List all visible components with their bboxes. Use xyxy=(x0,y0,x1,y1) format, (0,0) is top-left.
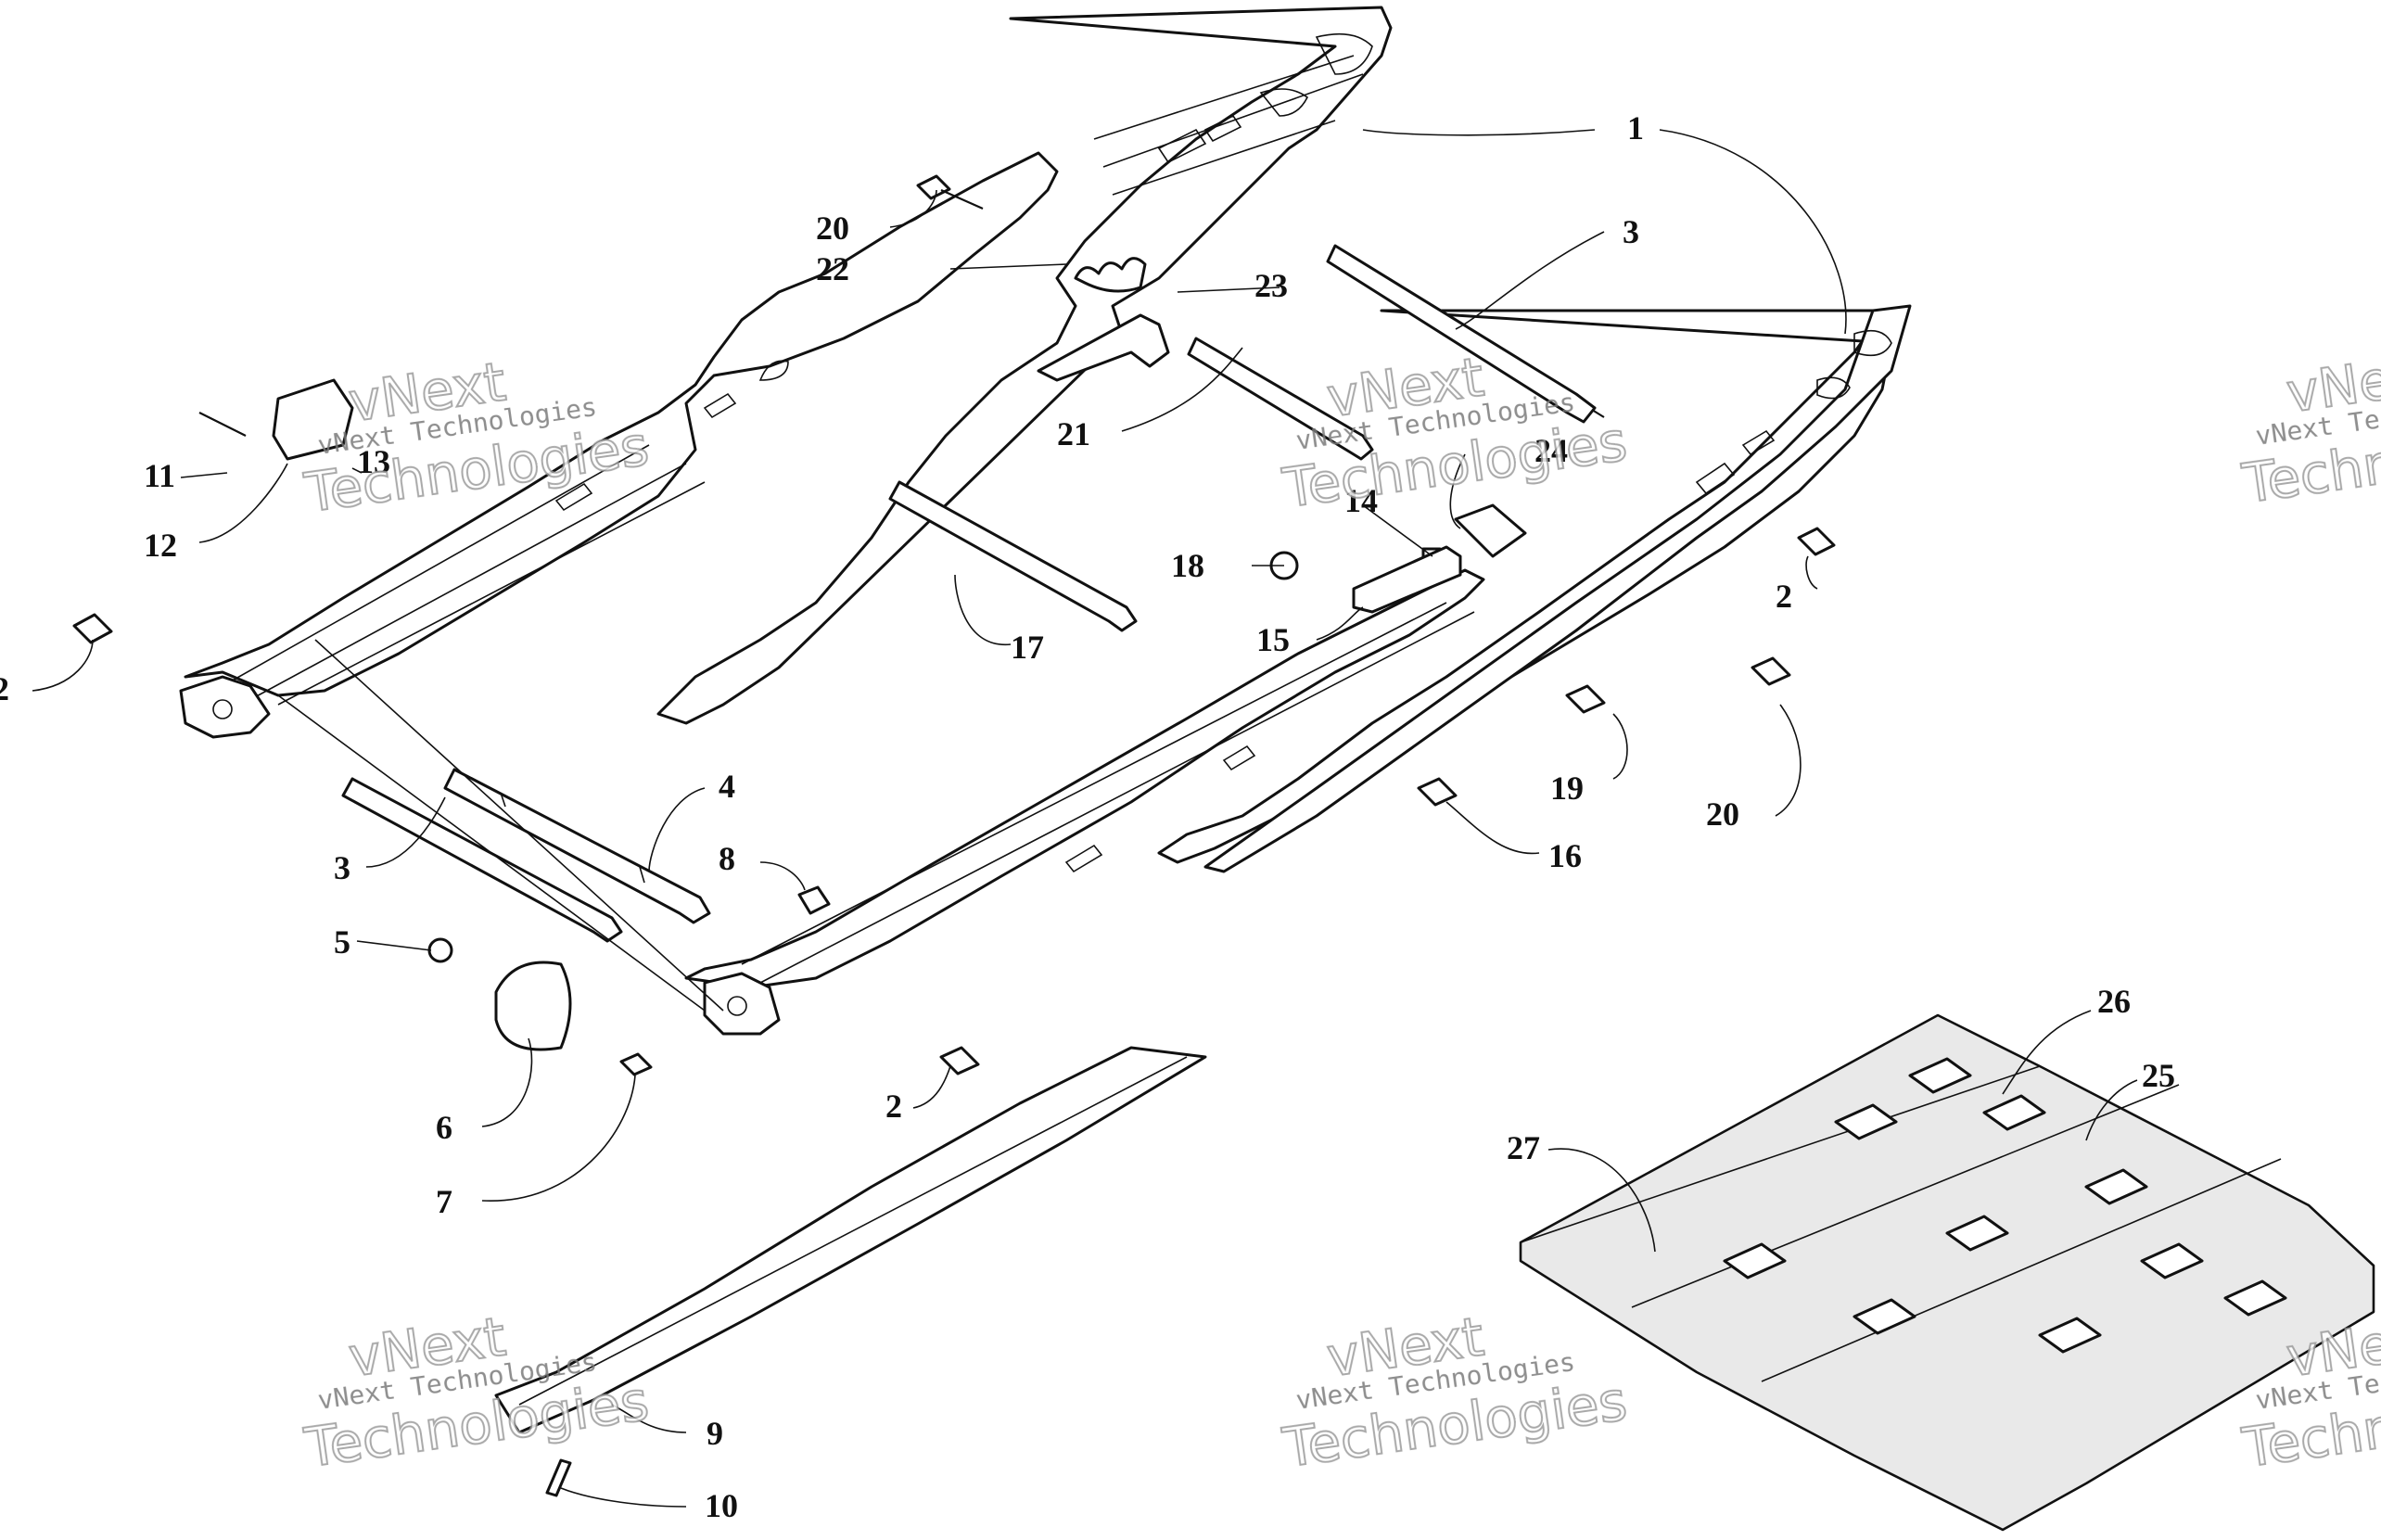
leader-lines xyxy=(32,129,2138,1508)
callout-20-upper: 20 xyxy=(816,210,849,247)
callout-3-upper: 3 xyxy=(1623,213,1639,250)
callout-23: 23 xyxy=(1254,267,1288,304)
callout-16: 16 xyxy=(1548,837,1582,874)
callout-25: 25 xyxy=(2142,1057,2175,1094)
callout-9: 9 xyxy=(707,1415,723,1452)
watermark-5: vNext vNext Technologies Technologies xyxy=(1278,1304,1631,1481)
pin-11 xyxy=(198,412,247,437)
shaft-21 xyxy=(1187,337,1374,461)
callout-6: 6 xyxy=(436,1109,452,1146)
callout-3-lower: 3 xyxy=(334,849,350,886)
callout-7: 7 xyxy=(436,1183,452,1220)
front-right-endcap xyxy=(703,972,781,1036)
bumper-12 xyxy=(272,378,354,461)
callout-24: 24 xyxy=(1534,432,1568,469)
wear-strip-9 xyxy=(494,1046,1207,1434)
callout-13: 13 xyxy=(357,443,390,480)
callout-2-left: 2 xyxy=(0,670,9,707)
rail-left-frame xyxy=(184,151,1059,706)
callout-27: 27 xyxy=(1507,1129,1540,1166)
callout-19: 19 xyxy=(1550,770,1584,807)
screw-10 xyxy=(545,1458,572,1497)
callout-1: 1 xyxy=(1627,109,1644,146)
watermark-3: vNext vNext Technologies Technologies xyxy=(2237,339,2381,516)
track-section xyxy=(1519,1013,2375,1532)
rail-lower-beam xyxy=(684,568,1485,989)
shaft-4 xyxy=(443,768,711,924)
bracket-15 xyxy=(1352,545,1462,614)
arm-23 xyxy=(1037,313,1170,382)
bolt-19 xyxy=(1565,684,1606,714)
callouts: 1 2 2 2 3 3 4 5 6 7 8 9 10 11 12 13 14 1… xyxy=(0,109,2175,1524)
nut-5 xyxy=(427,937,453,963)
bolt-16 xyxy=(1417,777,1458,807)
bolt-7 xyxy=(619,1052,653,1076)
callout-18: 18 xyxy=(1171,547,1204,584)
spring-22 xyxy=(1074,257,1147,293)
bolt-20-upper xyxy=(916,174,984,210)
callout-5: 5 xyxy=(334,923,350,961)
callout-12: 12 xyxy=(144,527,177,564)
callout-4: 4 xyxy=(719,768,735,805)
bolt-2-left xyxy=(72,613,113,644)
callout-21: 21 xyxy=(1057,415,1090,452)
callout-2-right: 2 xyxy=(1776,578,1792,615)
left-slide-rail xyxy=(1157,309,1893,864)
cap-6 xyxy=(494,961,572,1051)
callout-26: 26 xyxy=(2097,983,2131,1020)
front-left-endcap xyxy=(179,675,271,739)
callout-14: 14 xyxy=(1344,482,1378,519)
shaft-17 xyxy=(888,480,1138,632)
callout-10: 10 xyxy=(705,1487,738,1524)
watermark-2: vNext vNext Technologies Technologies xyxy=(1278,344,1631,521)
callout-15: 15 xyxy=(1256,621,1290,658)
callout-2-front: 2 xyxy=(885,1088,902,1125)
right-slide-rail xyxy=(656,6,1393,725)
sleeve-24 xyxy=(1454,503,1527,558)
callout-8: 8 xyxy=(719,840,735,877)
callout-20-right: 20 xyxy=(1706,795,1739,833)
rail-right-frame xyxy=(1203,304,1912,873)
shaft-3-upper xyxy=(1326,244,1605,424)
bolt-2-front xyxy=(939,1046,980,1075)
nut-8 xyxy=(797,885,831,915)
callout-22: 22 xyxy=(816,250,849,287)
watermark-4: vNext vNext Technologies Technologies xyxy=(299,1304,653,1481)
bolt-20-right xyxy=(1751,656,1791,686)
shaft-3-lower xyxy=(341,777,623,943)
bolt-2-right xyxy=(1797,527,1836,556)
callout-17: 17 xyxy=(1011,629,1044,666)
callout-11: 11 xyxy=(144,457,175,494)
